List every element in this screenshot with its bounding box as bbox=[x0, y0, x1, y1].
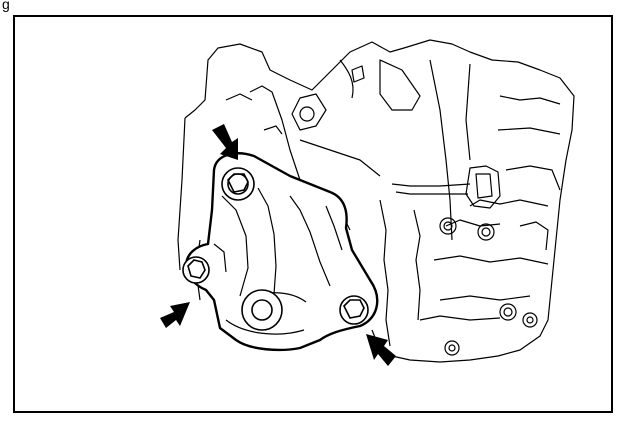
bolt-right bbox=[339, 295, 369, 325]
arrow-left bbox=[160, 302, 190, 328]
bolt-left bbox=[182, 256, 210, 284]
arrow-top bbox=[212, 124, 238, 160]
bolt-top bbox=[221, 167, 255, 201]
arrow-right bbox=[366, 334, 396, 366]
figure-caption: g bbox=[2, 0, 10, 12]
center-boss bbox=[241, 289, 283, 331]
arrow-icon bbox=[212, 124, 238, 160]
engine-block bbox=[177, 39, 575, 363]
figure-frame bbox=[13, 15, 613, 413]
arrow-icon bbox=[160, 302, 190, 328]
arrow-icon bbox=[366, 334, 396, 366]
